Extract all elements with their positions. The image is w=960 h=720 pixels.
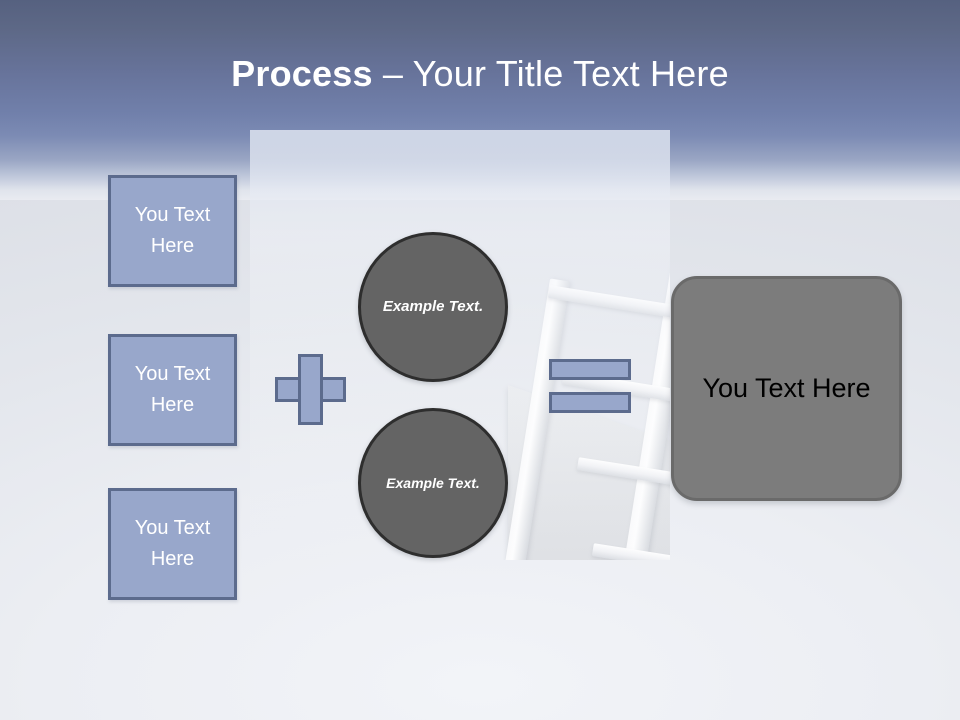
example-circle-2[interactable]: Example Text. <box>358 408 508 558</box>
example-circle-2-label: Example Text. <box>386 475 480 491</box>
input-box-3[interactable]: You Text Here <box>108 488 237 600</box>
plus-icon <box>275 354 346 425</box>
input-box-3-label: You Text Here <box>134 517 211 570</box>
slide-title-rest: – Your Title Text Here <box>372 53 729 94</box>
equals-icon <box>549 359 631 413</box>
input-box-2[interactable]: You Text Here <box>108 334 237 446</box>
plus-center-fill <box>301 380 320 399</box>
example-circle-1[interactable]: Example Text. <box>358 232 508 382</box>
result-box-label: You Text Here <box>702 373 871 403</box>
slide-title-bold: Process <box>231 53 373 94</box>
equals-bottom-bar <box>549 392 631 413</box>
input-box-2-label: You Text Here <box>134 363 211 416</box>
result-box[interactable]: You Text Here <box>671 276 902 501</box>
input-box-1[interactable]: You Text Here <box>108 175 237 287</box>
input-box-1-label: You Text Here <box>134 204 211 257</box>
equals-top-bar <box>549 359 631 380</box>
slide-title: Process – Your Title Text Here <box>0 52 960 96</box>
example-circle-1-label: Example Text. <box>382 298 484 315</box>
